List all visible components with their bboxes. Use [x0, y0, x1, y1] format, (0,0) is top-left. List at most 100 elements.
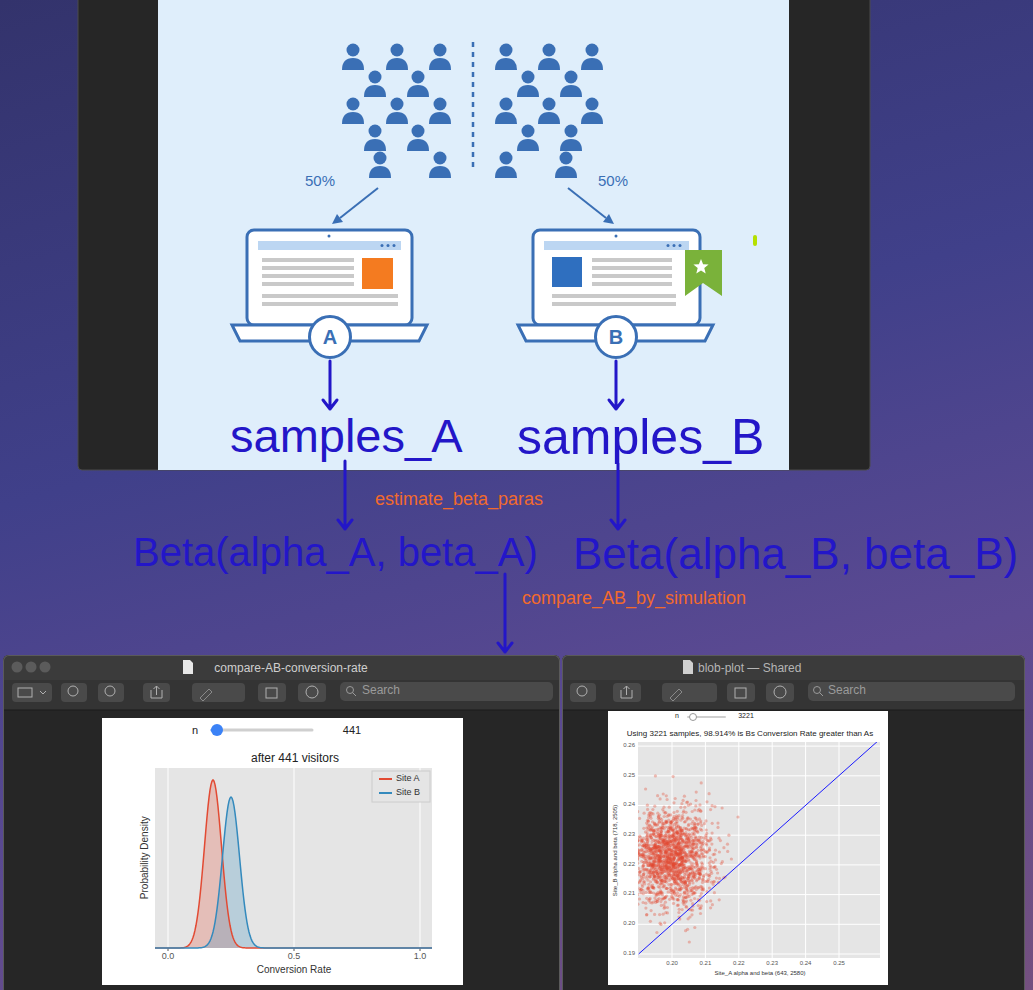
sample-dot [678, 841, 681, 844]
sample-dot [684, 841, 687, 844]
samples-label: samples_A [230, 412, 463, 459]
sample-dot [658, 860, 661, 863]
sample-dot [676, 898, 679, 901]
sample-dot [638, 849, 640, 852]
tick-label: 0.19 [623, 950, 635, 957]
sample-dot [721, 806, 724, 809]
sample-dot [672, 839, 675, 842]
sample-dot [678, 858, 681, 861]
sample-dot [683, 880, 686, 883]
chart-title: Using 3221 samples, 98.914% is Bs Conver… [627, 729, 873, 738]
slider-knob [211, 724, 223, 736]
star [693, 259, 708, 274]
sample-dot [664, 877, 667, 880]
browser-dot [667, 244, 670, 247]
flow-arrow [498, 574, 512, 652]
sample-dot [681, 908, 684, 911]
sample-dot [649, 814, 652, 817]
sample-dot [669, 813, 672, 816]
sample-dot [660, 830, 663, 833]
sample-dot [699, 912, 702, 915]
sample-dot [652, 846, 655, 849]
sample-dot [661, 822, 664, 825]
sample-dot [667, 829, 670, 832]
sample-dot [683, 806, 686, 809]
text-line [552, 294, 676, 298]
sample-dot [698, 841, 701, 844]
sample-dot [685, 885, 688, 888]
sample-dot [695, 860, 698, 863]
sample-dot [655, 893, 658, 896]
plot-area [638, 742, 880, 958]
sample-dot [715, 877, 718, 880]
sample-dot [649, 861, 652, 864]
sample-dot [676, 904, 679, 907]
sample-dot [688, 940, 691, 943]
sample-dot [683, 848, 686, 851]
sample-dot [642, 827, 645, 830]
sample-dot [642, 901, 645, 904]
sample-dot [675, 854, 678, 857]
sample-dot [718, 850, 721, 853]
person-body [407, 139, 429, 151]
sample-dot [667, 890, 670, 893]
legend-line [379, 778, 392, 780]
sample-dot [642, 889, 645, 892]
sample-dot [653, 805, 656, 808]
sample-dot [638, 873, 641, 876]
percent-label: 50% [305, 172, 335, 189]
person-head [374, 152, 387, 165]
sample-dot [664, 860, 667, 863]
sample-dot [701, 855, 704, 858]
sample-dot [671, 865, 674, 868]
sample-dot [694, 816, 697, 819]
sample-dot [663, 815, 666, 818]
sample-dot [642, 850, 645, 853]
sample-dot [671, 819, 674, 822]
sample-dot [683, 860, 686, 863]
node-text: samples_B [517, 412, 764, 462]
camera [615, 235, 618, 238]
sample-dot [644, 847, 647, 850]
sample-dot [683, 903, 686, 906]
sample-dot [718, 877, 721, 880]
pen-icon [200, 689, 212, 701]
sample-dot [692, 892, 695, 895]
sample-dot [653, 913, 656, 916]
sample-dot [713, 865, 716, 868]
toolbar-button [662, 683, 717, 702]
sample-dot [672, 878, 675, 881]
person-body [560, 85, 582, 97]
sample-dot [689, 850, 692, 853]
person-body [429, 58, 451, 70]
sample-dot [644, 891, 647, 894]
window-ground [3, 655, 560, 990]
sample-dot [678, 888, 681, 891]
sample-dot [700, 848, 703, 851]
sample-dot [660, 830, 663, 833]
sample-dot [721, 860, 724, 863]
step-label: compare_AB_by_simulation [522, 588, 746, 609]
sample-dot [644, 844, 647, 847]
browser-bar [544, 241, 689, 250]
toolbar [3, 680, 560, 710]
search-icon [814, 687, 821, 694]
window-button [40, 662, 51, 673]
sample-dot [676, 810, 679, 813]
sample-dot [645, 836, 648, 839]
sample-dot [654, 824, 657, 827]
flow-arrow [609, 361, 623, 409]
sample-dot [641, 840, 644, 843]
person-body [538, 112, 560, 124]
browser-dot [673, 244, 676, 247]
sample-dot [651, 833, 654, 836]
sample-dot [700, 845, 703, 848]
sample-dot [655, 878, 658, 881]
person-head [522, 71, 535, 84]
window-ground [562, 655, 1025, 990]
slider-knob [690, 714, 697, 721]
sample-dot [669, 856, 672, 859]
sample-dot [708, 867, 711, 870]
sample-dot [697, 868, 700, 871]
sample-dot [698, 873, 701, 876]
